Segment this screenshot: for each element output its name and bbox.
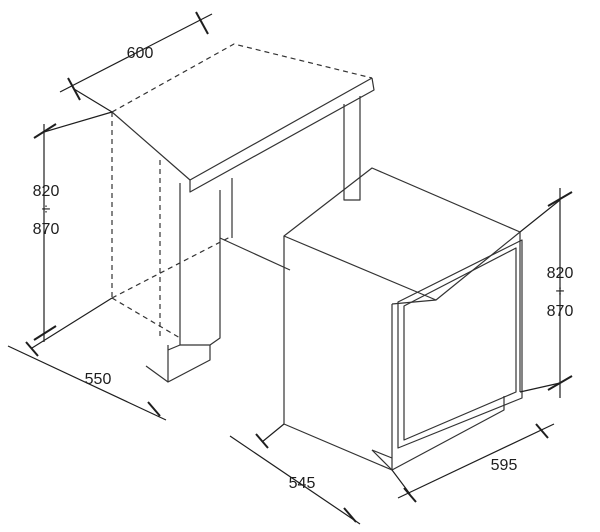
- cabinet-height-label-top: 820: [33, 183, 60, 200]
- cabinet-height-label-div: ÷: [42, 201, 51, 218]
- dim-line-appliance-width: [397, 423, 555, 499]
- dimension-lines: [7, 11, 573, 525]
- appliance-top: [283, 167, 521, 301]
- cabinet-hidden-floor: [111, 235, 233, 299]
- appliance-side: [283, 236, 393, 471]
- appliance-plinth: [371, 396, 505, 471]
- countertop-back-edge: [111, 43, 373, 113]
- appliance-plinth-top: [371, 449, 393, 459]
- cabinet-height-label-bottom: 870: [33, 221, 60, 238]
- dim-line-cabinet-depth: [7, 345, 167, 421]
- appliance-door-inner: [403, 247, 517, 441]
- countertop-thickness: [189, 77, 375, 193]
- cabinet-back-floor: [111, 297, 181, 339]
- countertop-front-edge: [111, 77, 373, 181]
- appliance-depth-label: 545: [289, 475, 316, 492]
- cabinet-plinth: [145, 345, 211, 383]
- appliance-height-label-bottom: 870: [547, 303, 574, 320]
- dimension-labels: 600 820 ÷ 870 550 820 ÷ 870 545 595: [33, 45, 574, 492]
- appliance-door: [397, 239, 523, 449]
- cabinet-left-panel: [179, 183, 221, 346]
- cabinet-plinth-join: [167, 344, 181, 351]
- appliance-height-label-top: 820: [547, 265, 574, 282]
- cabinet-right-panel: [343, 96, 361, 201]
- appliance-body: [283, 167, 523, 471]
- cabinet-floor-edge: [219, 237, 291, 271]
- appliance-front-top: [391, 299, 437, 305]
- dim-line-appliance-depth: [229, 435, 361, 525]
- appliance-width-label: 595: [491, 457, 518, 474]
- appliance-height-label-div: ÷: [556, 283, 565, 300]
- cabinet-width-label: 600: [127, 45, 154, 62]
- cabinet-depth-label: 550: [85, 371, 112, 388]
- dim-line-cabinet-width: [59, 13, 213, 93]
- cabinet-niche: [111, 43, 375, 383]
